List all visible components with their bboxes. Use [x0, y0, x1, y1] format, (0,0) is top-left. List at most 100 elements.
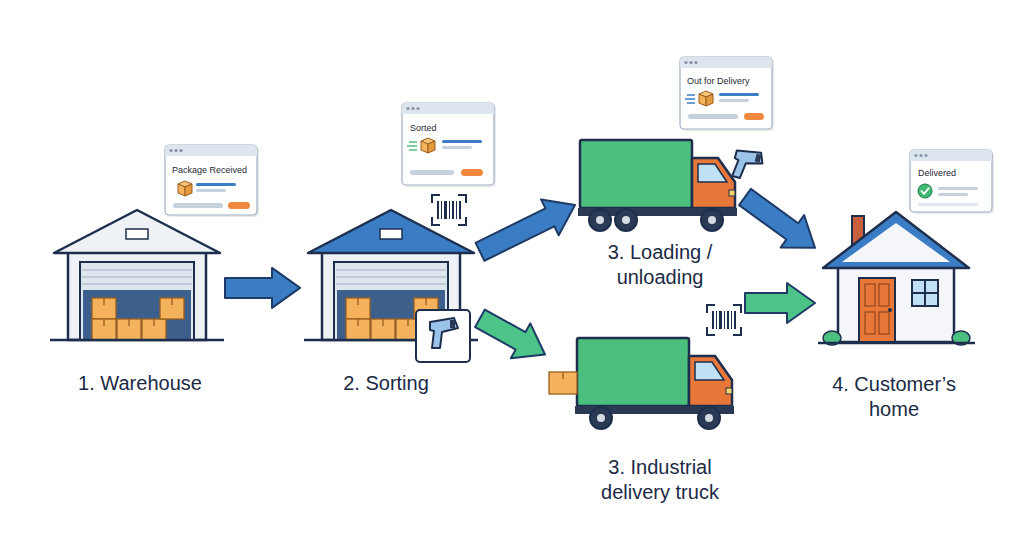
customer-house-part: [838, 262, 954, 342]
status-card-part: [228, 202, 250, 209]
flow-arrow: [475, 310, 545, 359]
stage-node: 3. Loading / unloading: [575, 135, 745, 294]
status-card-part: [421, 138, 435, 153]
status-card-part: [910, 150, 992, 161]
status-card-part: [442, 146, 472, 149]
status-card-part-part: [409, 149, 417, 151]
status-card-part: [918, 203, 978, 206]
status-card: Delivered: [910, 150, 992, 212]
status-card-part: [699, 91, 713, 106]
status-card-part: [179, 149, 182, 152]
customer-house-part: [888, 308, 892, 312]
customer-house: [818, 212, 975, 345]
top-truck-part: [578, 140, 737, 216]
flow-arrow: [739, 189, 815, 248]
status-card-part: [680, 57, 772, 129]
stage-node: 3. Industrial delivery truck: [545, 296, 745, 505]
status-card: [910, 150, 994, 214]
status-card-part: [165, 145, 257, 215]
stage-node: 1. Warehouse: [55, 210, 225, 400]
status-card-part: [684, 61, 687, 64]
bottom-truck: [549, 305, 741, 429]
stage-label: 4. Customer’s home: [818, 372, 970, 422]
status-text: Package Received: [172, 164, 256, 176]
stage-label: 3. Industrial delivery truck: [580, 455, 740, 505]
status-card-part: [918, 184, 932, 198]
top-truck-part-part: [730, 147, 765, 183]
bottom-truck-part: [590, 407, 612, 429]
bottom-truck-part: [562, 372, 563, 379]
status-card-part: [910, 150, 992, 212]
status-card-part: [407, 142, 417, 150]
sorting-building: [304, 195, 478, 362]
status-card: [165, 145, 259, 217]
status-card-part-part: [687, 94, 695, 96]
top-truck-part: [701, 209, 723, 231]
status-card-part: [178, 181, 192, 196]
status-card-part-part: [407, 145, 417, 147]
status-card-part: [411, 107, 414, 110]
stage-node: 4. Customer’s home: [815, 210, 980, 420]
stage-label: 2. Sorting: [300, 371, 472, 396]
status-card-part: [680, 57, 772, 68]
status-text: Sorted: [410, 122, 490, 134]
stage-label: 1. Warehouse: [55, 371, 225, 396]
status-card-part: [719, 99, 749, 102]
status-card-part: [919, 154, 922, 157]
status-card-part: [938, 193, 968, 196]
stage-label: 3. Loading / unloading: [585, 240, 735, 290]
customer-house-part: [912, 280, 938, 306]
status-card-part: [689, 61, 692, 64]
customer-house-part: [912, 292, 938, 294]
status-card-part: [924, 154, 927, 157]
status-card-part: [174, 149, 177, 152]
sorting-building-part: [432, 195, 466, 225]
flow-arrow: [225, 268, 300, 308]
bottom-truck-part: [707, 305, 741, 335]
status-card-part-part: [685, 98, 695, 100]
status-card-part: [744, 113, 764, 120]
status-card-part: [402, 103, 494, 185]
customer-house-part: [842, 223, 950, 262]
status-card-part: [173, 203, 223, 208]
warehouse-building: [50, 210, 224, 340]
top-truck-part: [589, 209, 611, 231]
sorting-building-part: [430, 318, 458, 348]
status-card-part: [694, 61, 697, 64]
status-card-part: [922, 188, 929, 194]
bottom-truck-part: [698, 407, 720, 429]
customer-house-part: [879, 312, 889, 334]
status-card-part: [938, 187, 978, 190]
status-card: [402, 103, 496, 187]
status-card-part: [914, 154, 917, 157]
status-card-part: [688, 114, 738, 119]
customer-house-part: [879, 284, 889, 306]
status-card-part: [461, 169, 483, 176]
status-card-part: [196, 183, 236, 186]
status-text: Delivered: [918, 167, 990, 179]
status-card-part: [169, 149, 172, 152]
customer-house-part: [865, 284, 875, 306]
status-card-part: [406, 107, 409, 110]
bottom-truck-part: [575, 338, 734, 414]
status-card-part: [410, 170, 454, 175]
customer-house-part: [818, 342, 975, 345]
status-card: Package Received: [165, 145, 257, 215]
status-card-part-part: [409, 141, 417, 143]
status-card: [680, 57, 774, 131]
status-text: Out for Delivery: [687, 75, 771, 87]
status-card-part: [196, 189, 226, 192]
sorting-building-part: [416, 310, 470, 362]
customer-house-part: [859, 278, 895, 342]
stage-node: 2. Sorting: [300, 210, 480, 400]
status-card: Out for Delivery: [680, 57, 772, 129]
top-truck-part: [730, 147, 765, 183]
bottom-truck-part: [549, 372, 577, 394]
status-card-part: [685, 95, 695, 103]
status-card-part: [165, 145, 257, 156]
status-card-part: [442, 140, 482, 143]
customer-house-part: [823, 212, 969, 268]
